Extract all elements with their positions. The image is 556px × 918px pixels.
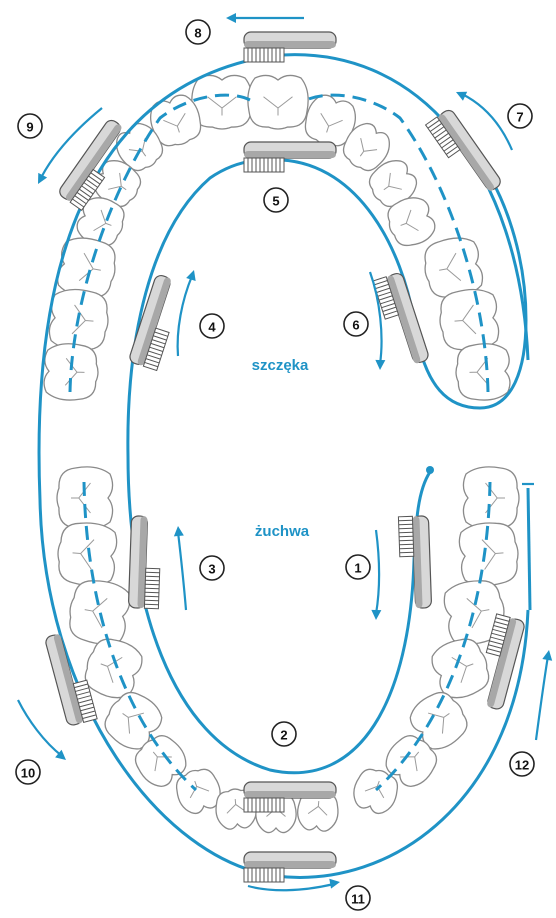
step-badge-11: 11 — [346, 886, 370, 910]
toothbrush-icon — [398, 516, 431, 609]
step-badge-4: 4 — [200, 314, 224, 338]
lower-tooth — [458, 521, 521, 588]
lower-tooth — [65, 576, 133, 647]
step-badge-6: 6 — [344, 312, 368, 336]
toothbrush-icon — [128, 274, 185, 371]
step-number-6: 6 — [352, 318, 359, 333]
step-badge-10: 10 — [16, 760, 40, 784]
direction-arrow-icon — [18, 700, 69, 764]
step-number-4: 4 — [208, 320, 216, 335]
lower-jaw-label: żuchwa — [255, 523, 310, 540]
upper-tooth — [43, 343, 99, 401]
direction-arrow-icon — [536, 649, 554, 740]
step-number-7: 7 — [516, 110, 523, 125]
step-number-11: 11 — [351, 892, 365, 907]
step-number-2: 2 — [280, 728, 287, 743]
step-number-12: 12 — [515, 758, 529, 773]
step-number-8: 8 — [194, 26, 201, 41]
toothbrush-icon — [426, 108, 503, 201]
toothbrush-icon — [244, 142, 336, 172]
step-number-5: 5 — [272, 194, 279, 209]
step-badge-2: 2 — [272, 722, 296, 746]
step-badge-1: 1 — [346, 555, 370, 579]
upper-jaw-label: szczęka — [252, 357, 309, 374]
toothbrush-icon — [128, 516, 161, 609]
direction-arrow-icon — [178, 268, 199, 356]
outer-right-lower-path — [528, 488, 530, 610]
upper-tooth — [192, 75, 252, 129]
upper-tooth — [455, 343, 511, 401]
lower-tooth — [463, 467, 519, 529]
upper-tooth — [248, 75, 308, 129]
step-number-3: 3 — [208, 562, 215, 577]
step-badge-8: 8 — [186, 20, 210, 44]
step-number-10: 10 — [21, 766, 35, 781]
step-number-1: 1 — [354, 561, 361, 576]
step-badge-3: 3 — [200, 556, 224, 580]
upper-tooth — [437, 287, 500, 352]
direction-arrow-icon — [226, 13, 304, 23]
step-badge-12: 12 — [510, 752, 534, 776]
direction-arrow-icon — [371, 530, 381, 620]
step-badge-5: 5 — [264, 188, 288, 212]
step-badge-9: 9 — [18, 114, 42, 138]
step-badge-7: 7 — [508, 104, 532, 128]
step-number-9: 9 — [26, 120, 33, 135]
lower-tooth — [57, 467, 113, 529]
direction-arrow-icon — [173, 526, 186, 610]
lower-path-start-dot — [426, 466, 434, 474]
